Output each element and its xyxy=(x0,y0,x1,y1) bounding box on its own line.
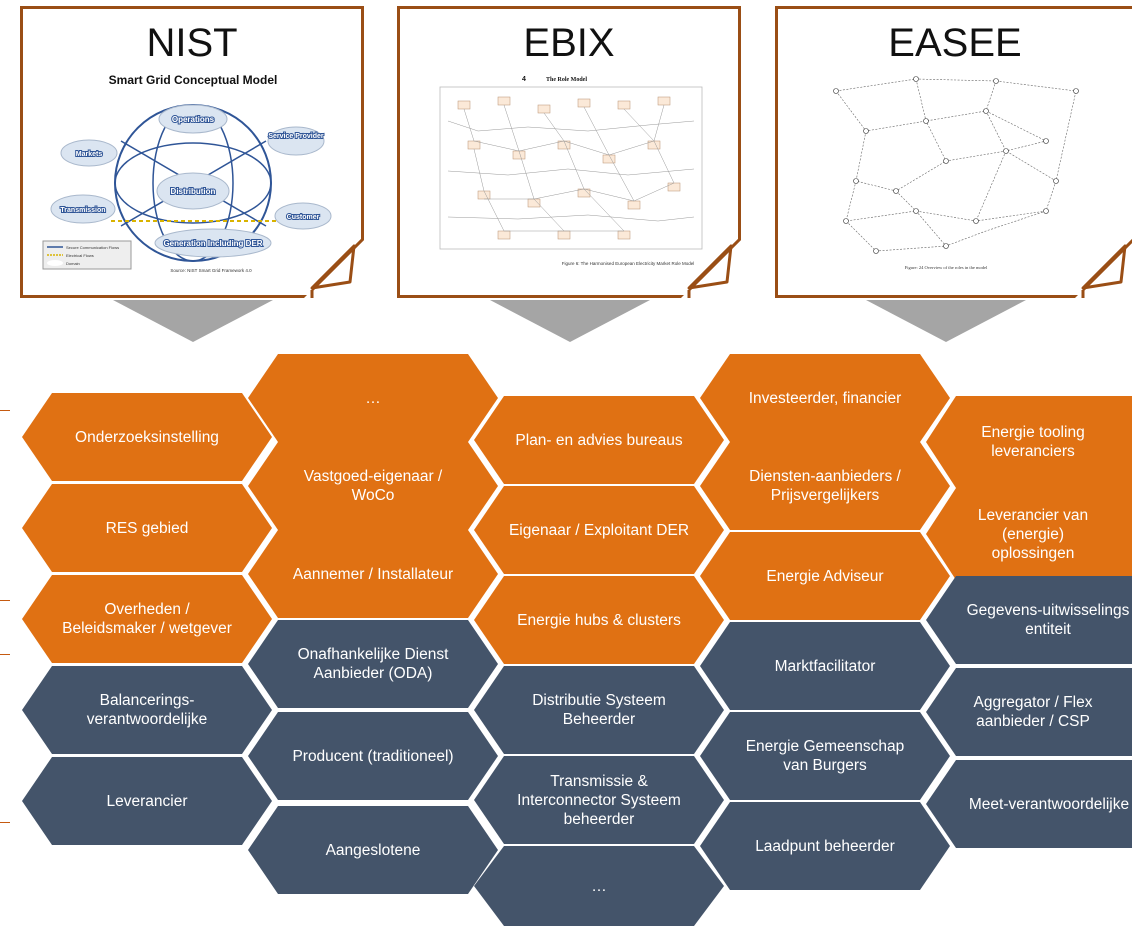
role-hex-marktfacilitator: Marktfacilitator xyxy=(700,622,950,710)
nist-thumbnail: Smart Grid Conceptual Model Operations S… xyxy=(41,71,343,273)
role-hex-leverancier-oplossingen: Leverancier van (energie) oplossingen xyxy=(926,488,1132,580)
role-hex-ellipsis-top: … xyxy=(248,354,498,442)
role-hex-leverancier: Leverancier xyxy=(22,757,272,845)
role-hex-meet-verantwoordelijke: Meet-verantwoordelijke xyxy=(926,760,1132,848)
nist-legend-0: Secure Communication Flows xyxy=(66,245,119,250)
side-line xyxy=(0,822,10,823)
page-curl-icon xyxy=(304,238,364,298)
role-hex-energie-gemeenschap: Energie Gemeenschap van Burgers xyxy=(700,712,950,800)
nist-card: NIST Smart Grid Conceptual Model Operati… xyxy=(20,6,364,298)
easee-diagram-image: Figure: 24 Overview of the roles in the … xyxy=(833,76,1079,270)
role-hex-plan-advies: Plan- en advies bureaus xyxy=(474,396,724,484)
easee-caption: Figure: 24 Overview of the roles in the … xyxy=(905,265,988,270)
nist-label-operations: Operations xyxy=(172,115,215,124)
ebix-thumbnail: 4 The Role Model xyxy=(418,71,720,269)
nist-label-markets: Markets xyxy=(76,151,103,158)
ebix-caption: Figure 6: The Harmonised European Electr… xyxy=(562,261,694,266)
nist-source: Source: NIST Smart Grid Framework 4.0 xyxy=(170,268,252,273)
role-hex-res-gebied: RES gebied xyxy=(22,484,272,572)
side-line xyxy=(0,654,10,655)
role-hex-onderzoeksinstelling: Onderzoeksinstelling xyxy=(22,393,272,481)
role-hex-energie-hubs: Energie hubs & clusters xyxy=(474,576,724,664)
nist-legend-2: Domain xyxy=(66,261,80,266)
ebix-title: EBIX xyxy=(523,21,615,65)
role-hex-aangeslotene: Aangeslotene xyxy=(248,806,498,894)
down-arrow-easee xyxy=(866,300,1026,342)
nist-label-service: Service Provider xyxy=(268,133,324,140)
side-line xyxy=(0,410,10,411)
down-arrow-ebix xyxy=(490,300,650,342)
down-arrow-nist xyxy=(113,300,273,342)
nist-diagram-image: Smart Grid Conceptual Model Operations S… xyxy=(42,73,332,273)
role-hex-balanceringsverantwoordelijke: Balancerings-verantwoordelijke xyxy=(22,666,272,754)
easee-thumbnail: Figure: 24 Overview of the roles in the … xyxy=(796,71,1114,270)
role-hex-aannemer: Aannemer / Installateur xyxy=(248,530,498,618)
role-hex-energie-tooling: Energie tooling leveranciers xyxy=(926,396,1132,488)
nist-title: NIST xyxy=(146,21,238,65)
nist-legend-1: Electrical Flows xyxy=(66,253,94,258)
role-hex-ellipsis-bottom: … xyxy=(474,846,724,926)
role-hex-gegevens-uitwisselings: Gegevens-uitwisselings entiteit xyxy=(926,576,1132,664)
role-hex-overheden: Overheden / Beleidsmaker / wetgever xyxy=(22,575,272,663)
role-hex-oda: Onafhankelijke Dienst Aanbieder (ODA) xyxy=(248,620,498,708)
role-hex-aggregator: Aggregator / Flex aanbieder / CSP xyxy=(926,668,1132,756)
nist-thumb-title: Smart Grid Conceptual Model xyxy=(109,73,278,87)
role-hex-vastgoed-eigenaar: Vastgoed-eigenaar / WoCo xyxy=(248,442,498,530)
side-line xyxy=(0,600,10,601)
nist-label-transmission: Transmission xyxy=(60,207,105,214)
page-curl-icon xyxy=(1075,238,1132,298)
ebix-card: EBIX 4 The Role Model xyxy=(397,6,741,298)
page-curl-icon xyxy=(681,238,741,298)
ebix-diagram-image: 4 The Role Model xyxy=(439,76,703,266)
role-hex-investeerder: Investeerder, financier xyxy=(700,354,950,442)
role-hex-producent: Producent (traditioneel) xyxy=(248,712,498,800)
role-hex-eigenaar-der: Eigenaar / Exploitant DER xyxy=(474,486,724,574)
easee-title: EASEE xyxy=(888,21,1022,65)
nist-label-generation: Generation Including DER xyxy=(163,239,262,248)
role-hex-dso: Distributie Systeem Beheerder xyxy=(474,666,724,754)
nist-label-customer: Customer xyxy=(287,214,320,221)
role-hex-laadpunt-beheerder: Laadpunt beheerder xyxy=(700,802,950,890)
easee-card: EASEE Figure: 24 Overvi xyxy=(775,6,1132,298)
role-hex-diensten-aanbieders: Diensten-aanbieders / Prijsvergelijkers xyxy=(700,442,950,530)
nist-label-distribution: Distribution xyxy=(171,187,216,196)
role-hex-tso: Transmissie & Interconnector Systeem beh… xyxy=(474,756,724,844)
ebix-thumb-header: The Role Model xyxy=(546,77,587,83)
role-hex-energie-adviseur: Energie Adviseur xyxy=(700,532,950,620)
ebix-thumb-num: 4 xyxy=(522,76,526,83)
